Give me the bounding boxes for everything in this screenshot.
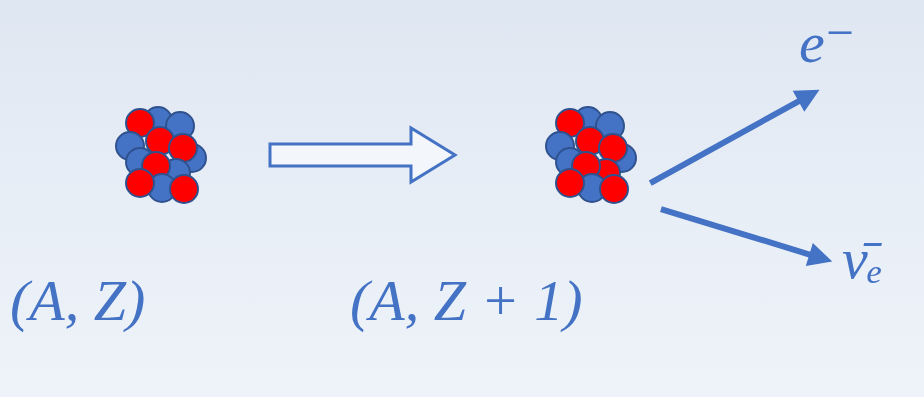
proton-ball	[170, 175, 198, 203]
nuclide-label: e⁻	[799, 10, 855, 77]
electron-node: e⁻	[795, 6, 860, 81]
proton-ball	[556, 169, 584, 197]
antineutrino-node: ν̄ₑ	[838, 222, 887, 297]
nucleus-label-wrap: (A, Z)	[10, 268, 145, 335]
parent-nucleus-balls	[116, 107, 206, 203]
arrow-head	[806, 243, 832, 266]
daughter-nucleus-balls	[546, 107, 636, 203]
electron-arrow	[650, 90, 819, 183]
arrow-shaft	[661, 209, 811, 255]
antineutrino-arrow	[661, 209, 832, 266]
proton-ball	[599, 134, 627, 162]
arrow-head	[793, 90, 820, 112]
proton-ball	[600, 175, 628, 203]
nuclide-label: (A, Z + 1)	[350, 268, 582, 335]
arrow-shaft	[650, 100, 800, 183]
decay-arrow	[270, 128, 455, 182]
hollow-arrow	[270, 128, 455, 182]
proton-ball	[169, 134, 197, 162]
nuclide-label: (A, Z)	[10, 268, 145, 335]
nuclide-label: ν̄ₑ	[842, 226, 883, 293]
parent-nucleus: (A, Z)	[112, 108, 208, 202]
nucleus-label-wrap: (A, Z + 1)	[350, 268, 582, 335]
daughter-nucleus: (A, Z + 1)	[542, 108, 638, 202]
proton-ball	[126, 169, 154, 197]
